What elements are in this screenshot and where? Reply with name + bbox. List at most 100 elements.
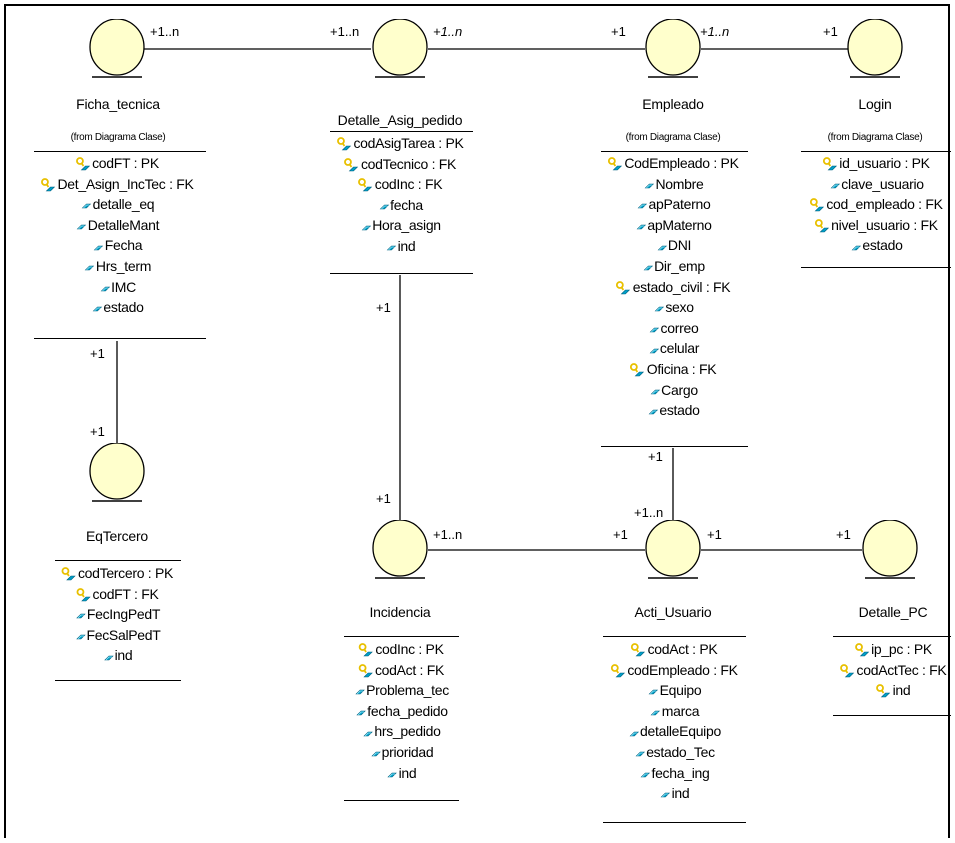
- attribute-row[interactable]: codFT : FK: [61, 584, 173, 605]
- key-diamond-icon: [630, 361, 647, 377]
- diamond-icon: [83, 258, 96, 274]
- attribute-row[interactable]: ind: [353, 763, 449, 784]
- class-name-incidencia[interactable]: Incidencia: [369, 604, 431, 620]
- attribute-row[interactable]: ind: [610, 783, 737, 804]
- diamond-icon: [354, 703, 367, 719]
- attribute-row[interactable]: fecha_ing: [610, 763, 737, 784]
- attribute-row[interactable]: Nombre: [607, 174, 738, 195]
- attribute-row[interactable]: Dir_emp: [607, 256, 738, 277]
- attribute-row[interactable]: detalle_eq: [40, 194, 193, 215]
- class-name-empleado[interactable]: Empleado: [642, 96, 704, 112]
- diamond-icon: [75, 217, 88, 233]
- attribute-text: Equipo: [659, 682, 702, 699]
- attribute-row[interactable]: codAct : PK: [610, 639, 737, 660]
- attribute-text: FecIngPedT: [86, 606, 161, 623]
- diamond-icon: [353, 682, 366, 698]
- attribute-row[interactable]: detalleEquipo: [610, 721, 737, 742]
- diamond-icon: [659, 785, 672, 801]
- attribute-row[interactable]: Det_Asign_IncTec : FK: [40, 174, 194, 195]
- attribute-row[interactable]: ind: [336, 236, 463, 257]
- attribute-row[interactable]: marca: [610, 701, 737, 722]
- attribute-text: sexo: [665, 299, 694, 316]
- attribute-row[interactable]: apPaterno: [607, 194, 738, 215]
- attribute-row[interactable]: Oficina : FK: [607, 359, 738, 380]
- attribute-row[interactable]: Fecha: [40, 235, 193, 256]
- attribute-row[interactable]: estado: [809, 235, 942, 256]
- attribute-text: correo: [660, 319, 699, 336]
- attribute-row[interactable]: Equipo: [610, 680, 737, 701]
- diamond-icon: [98, 279, 111, 295]
- attribute-text: estado: [862, 237, 903, 254]
- diamond-icon: [648, 382, 661, 398]
- attribute-row[interactable]: correo: [607, 318, 738, 339]
- attribute-row[interactable]: hrs_pedido: [353, 721, 449, 742]
- attribute-row[interactable]: codAsigTarea : PK: [336, 133, 464, 154]
- attribute-row[interactable]: ind: [840, 680, 947, 701]
- attribute-row[interactable]: codTercero : PK: [61, 563, 173, 584]
- multiplicity-label: +1: [707, 527, 722, 542]
- attribute-row[interactable]: codAct : FK: [353, 660, 449, 681]
- attribute-row[interactable]: fecha: [336, 195, 463, 216]
- attribute-row[interactable]: Hora_asign: [336, 215, 463, 236]
- attribute-row[interactable]: estado: [40, 297, 193, 318]
- class-name-login[interactable]: Login: [858, 96, 892, 112]
- attribute-text: Dir_emp: [654, 257, 705, 274]
- attribute-text: celular: [659, 340, 700, 357]
- class-name-ficha-tecnica[interactable]: Ficha_tecnica: [76, 96, 160, 112]
- diamond-icon: [359, 217, 372, 233]
- attribute-row[interactable]: codInc : PK: [353, 639, 449, 660]
- key-diamond-icon: [840, 662, 857, 678]
- diamond-icon: [386, 765, 399, 781]
- attribute-row[interactable]: sexo: [607, 297, 738, 318]
- attribute-row[interactable]: Cargo: [607, 380, 738, 401]
- diamond-icon: [647, 340, 660, 356]
- attribute-row[interactable]: FecSalPedT: [61, 625, 173, 646]
- attribute-row[interactable]: CodEmpleado : PK: [607, 153, 739, 174]
- attribute-list-detalle-pc: ip_pc : PK codActTec : FK ind: [840, 639, 947, 701]
- attribute-text: DetalleMant: [87, 216, 160, 233]
- key-diamond-icon: [607, 155, 624, 171]
- attribute-text: marca: [661, 702, 700, 719]
- class-name-eqtercero[interactable]: EqTercero: [85, 528, 149, 544]
- attribute-row[interactable]: ind: [61, 645, 173, 666]
- attribute-row[interactable]: estado_civil : FK: [607, 277, 738, 298]
- attribute-row[interactable]: fecha_pedido: [353, 701, 449, 722]
- attribute-row[interactable]: estado_Tec: [610, 742, 737, 763]
- attribute-row[interactable]: id_usuario : PK: [809, 153, 942, 174]
- attribute-row[interactable]: DNI: [607, 235, 738, 256]
- class-name-acti-usuario[interactable]: Acti_Usuario: [634, 604, 712, 620]
- class-name-detalle-asig-pedido[interactable]: Detalle_Asig_pedido: [337, 112, 463, 128]
- attribute-row[interactable]: nivel_usuario : FK: [809, 215, 942, 236]
- attribute-row[interactable]: Hrs_term: [40, 256, 193, 277]
- attribute-row[interactable]: celular: [607, 338, 738, 359]
- attribute-row[interactable]: codEmpleado : FK: [610, 660, 738, 681]
- diamond-icon: [643, 176, 656, 192]
- attribute-row[interactable]: codInc : FK: [336, 174, 463, 195]
- attribute-row[interactable]: Problema_tec: [353, 680, 449, 701]
- attribute-row[interactable]: IMC: [40, 277, 193, 298]
- attr-separator: [330, 273, 473, 274]
- attribute-row[interactable]: DetalleMant: [40, 215, 193, 236]
- attribute-row[interactable]: ip_pc : PK: [840, 639, 947, 660]
- attribute-row[interactable]: codFT : PK: [40, 153, 193, 174]
- attribute-row[interactable]: clave_usuario: [809, 174, 942, 195]
- entity-ellipse: [862, 520, 918, 577]
- attribute-text: ind: [671, 785, 690, 802]
- attribute-row[interactable]: codActTec : FK: [840, 660, 947, 681]
- attribute-row[interactable]: estado: [607, 400, 738, 421]
- attribute-row[interactable]: codTecnico : FK: [336, 154, 463, 175]
- class-name-detalle-pc[interactable]: Detalle_PC: [858, 604, 928, 620]
- key-diamond-icon: [358, 662, 375, 678]
- attribute-list-detalle-asig-pedido: codAsigTarea : PK codTecnico : FK codInc…: [336, 133, 464, 257]
- attribute-row[interactable]: apMaterno: [607, 215, 738, 236]
- key-diamond-icon: [616, 279, 633, 295]
- diamond-icon: [627, 723, 640, 739]
- diamond-icon: [641, 258, 654, 274]
- attribute-text: Problema_tec: [366, 682, 449, 699]
- attribute-row[interactable]: FecIngPedT: [61, 604, 173, 625]
- diamond-icon: [385, 238, 398, 254]
- attribute-row[interactable]: cod_empleado : FK: [809, 194, 943, 215]
- attribute-text: fecha_pedido: [367, 702, 448, 719]
- attribute-row[interactable]: prioridad: [353, 742, 449, 763]
